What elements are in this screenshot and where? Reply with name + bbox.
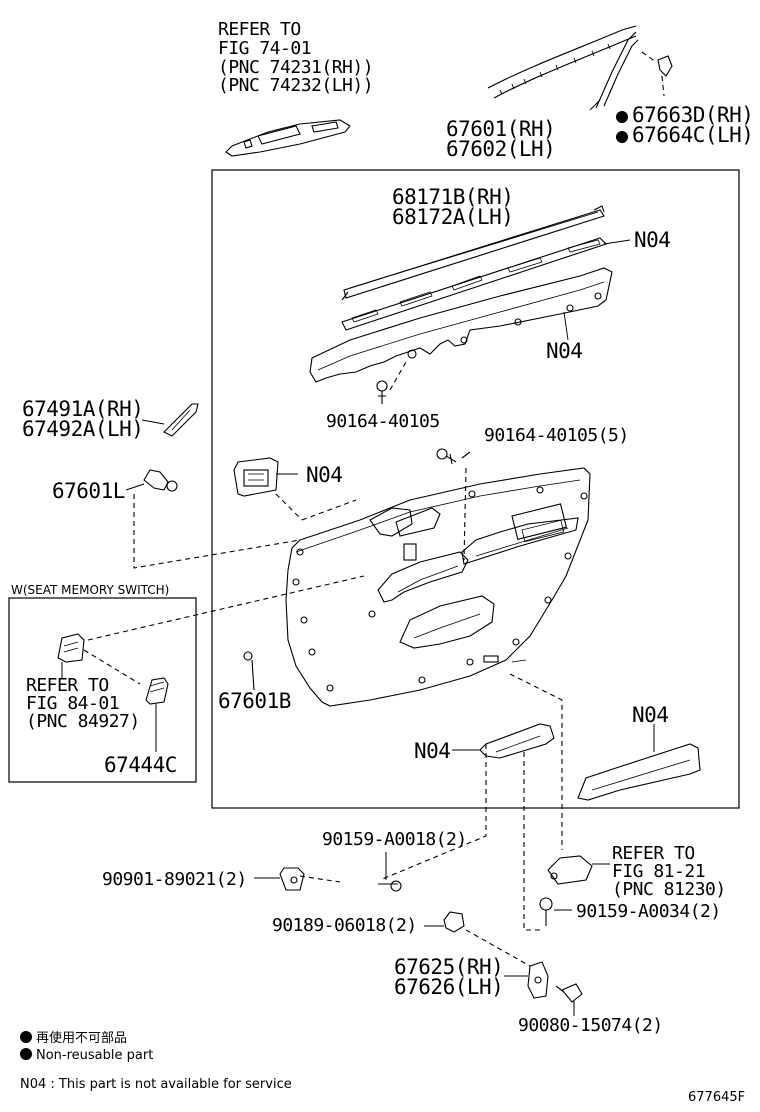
label-refer-81-line2: FIG 81-21 bbox=[612, 861, 706, 882]
clip-90189-part bbox=[424, 911, 465, 933]
label-refer-74-line1: REFER TO bbox=[218, 19, 301, 40]
label-67625-rh: 67625(RH) bbox=[394, 955, 504, 979]
clip-67663-part bbox=[641, 51, 673, 97]
clip-90901-part bbox=[254, 867, 305, 891]
non-reusable-dot-icon bbox=[20, 1048, 32, 1060]
screw-90159-a-part bbox=[378, 852, 402, 892]
label-refer-74-line2: FIG 74-01 bbox=[218, 38, 312, 59]
pull-handle-bracket-part bbox=[452, 723, 555, 759]
clip-67601B-part bbox=[243, 651, 255, 691]
label-90189-06018: 90189-06018(2) bbox=[272, 915, 417, 936]
inner-belt-strip-part bbox=[341, 237, 631, 331]
corner-cover-part bbox=[141, 403, 199, 437]
non-reusable-dot-icon bbox=[616, 111, 628, 123]
screw-90164-5-part bbox=[436, 448, 471, 561]
handle-bracket-part bbox=[233, 457, 303, 521]
label-90159-a0034: 90159-A0034(2) bbox=[576, 901, 721, 922]
label-67663-rh: 67663D(RH) bbox=[616, 104, 754, 126]
bracket-67625-part bbox=[504, 961, 549, 999]
label-67491-rh: 67491A(RH) bbox=[22, 397, 144, 421]
figure-id: 677645F bbox=[688, 1090, 746, 1105]
label-68172-lh: 68172A(LH) bbox=[392, 205, 514, 229]
label-90159-a0018: 90159-A0018(2) bbox=[322, 829, 467, 850]
non-reusable-dot-icon bbox=[616, 131, 628, 143]
label-seat-memory-switch: W(SEAT MEMORY SWITCH) bbox=[11, 583, 170, 597]
label-67601L: 67601L bbox=[52, 479, 125, 503]
label-67444C: 67444C bbox=[104, 753, 177, 777]
clip-67601L-part bbox=[125, 469, 301, 569]
label-refer-74-line4: (PNC 74232(LH)) bbox=[218, 75, 374, 96]
screw-90164-part bbox=[376, 361, 407, 404]
non-reusable-dot-icon bbox=[20, 1031, 32, 1043]
door-trim-frame bbox=[211, 169, 740, 809]
label-67601B: 67601B bbox=[218, 689, 291, 713]
bracket-81230-part bbox=[547, 855, 610, 885]
label-67664-lh: 67664C(LH) bbox=[616, 124, 754, 146]
seat-memory-frame bbox=[8, 597, 197, 783]
label-90901-89021: 90901-89021(2) bbox=[102, 869, 247, 890]
legend-jp: 再使用不可部品 bbox=[20, 1027, 127, 1046]
label-n04-pull-bracket: N04 bbox=[414, 739, 451, 763]
leader-lines bbox=[87, 499, 563, 967]
label-90080-15074: 90080-15074(2) bbox=[518, 1015, 663, 1036]
label-67492-lh: 67492A(LH) bbox=[22, 417, 144, 441]
label-refer-81-line3: (PNC 81230) bbox=[612, 879, 726, 900]
label-68171-rh: 68171B(RH) bbox=[392, 185, 514, 209]
label-refer-84-line3: (PNC 84927) bbox=[26, 711, 140, 732]
label-refer-84-line2: FIG 84-01 bbox=[26, 693, 120, 714]
lower-garnish-part bbox=[577, 724, 701, 801]
legend-n04-note: N04 : This part is not available for ser… bbox=[20, 1077, 292, 1092]
label-90164-40105: 90164-40105 bbox=[326, 411, 440, 432]
label-refer-84-line1: REFER TO bbox=[26, 675, 109, 696]
legend-en: Non-reusable part bbox=[20, 1048, 153, 1063]
label-n04-handle-bracket: N04 bbox=[306, 463, 343, 487]
switch-bezel-part bbox=[225, 119, 351, 157]
label-refer-74-line3: (PNC 74231(RH)) bbox=[218, 57, 374, 78]
screw-90159-b-part bbox=[539, 897, 572, 926]
label-n04-belt-strip: N04 bbox=[634, 228, 671, 252]
belt-moulding-part bbox=[341, 205, 605, 301]
label-90164-40105-5: 90164-40105(5) bbox=[484, 425, 629, 446]
window-weatherstrip-part bbox=[487, 25, 639, 111]
label-67626-lh: 67626(LH) bbox=[394, 975, 504, 999]
screw-90080-part bbox=[555, 983, 583, 1016]
seat-memory-switch-parts bbox=[57, 633, 169, 752]
door-trim-board-part bbox=[285, 467, 591, 707]
label-67602-lh: 67602(LH) bbox=[446, 137, 556, 161]
label-67601-rh: 67601(RH) bbox=[446, 117, 556, 141]
label-n04-lower-garnish: N04 bbox=[632, 703, 669, 727]
upper-trim-panel-part bbox=[309, 267, 613, 383]
label-refer-81-line1: REFER TO bbox=[612, 843, 695, 864]
label-n04-upper-panel: N04 bbox=[546, 339, 583, 363]
